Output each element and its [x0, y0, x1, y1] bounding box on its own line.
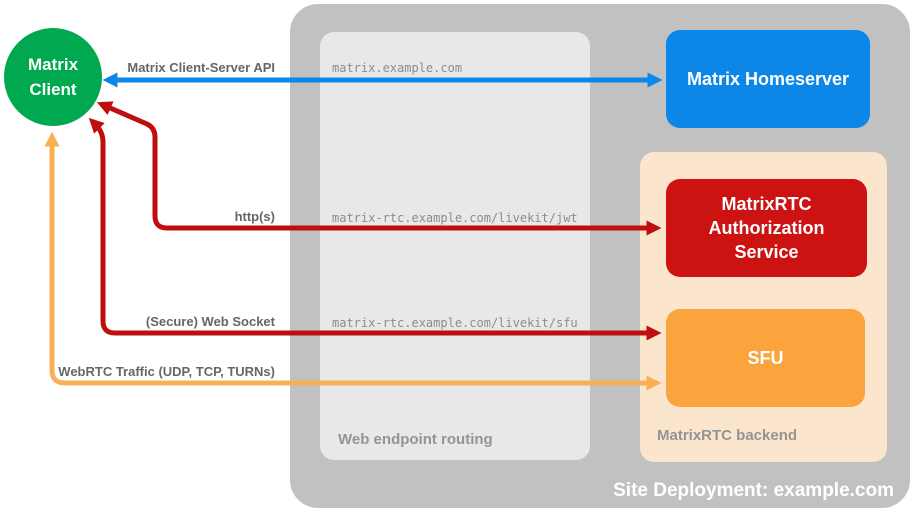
- site-deployment-title: Site Deployment: example.com: [613, 480, 894, 501]
- homeserver-endpoint-label: matrix.example.com: [332, 61, 463, 75]
- matrix-client-label-line1: Matrix: [27, 54, 79, 74]
- matrix-client-label-line2: Client: [29, 80, 77, 99]
- matrix-client-node: Matrix Client: [4, 28, 102, 126]
- sfu-node: SFU: [666, 309, 865, 407]
- sfu-label: SFU: [747, 347, 784, 368]
- client-server-api-arrow-label: Matrix Client-Server API: [127, 60, 275, 75]
- matrixrtc-backend-label: MatrixRTC backend: [657, 427, 798, 444]
- matrix-homeserver-node: Matrix Homeserver: [666, 30, 870, 128]
- matrixrtc-auth-service-node: MatrixRTC Authorization Service: [666, 179, 867, 277]
- websocket-arrow-label: (Secure) Web Socket: [145, 314, 275, 329]
- web-endpoint-routing-zone: Web endpoint routing: [320, 32, 590, 460]
- jwt-endpoint-label: matrix-rtc.example.com/livekit/jwt: [332, 211, 578, 225]
- matrixrtc-auth-service-label: MatrixRTC Authorization Service: [708, 193, 825, 263]
- matrix-homeserver-label: Matrix Homeserver: [686, 68, 850, 89]
- web-endpoint-routing-label: Web endpoint routing: [338, 431, 493, 448]
- webrtc-traffic-arrow-label: WebRTC Traffic (UDP, TCP, TURNs): [58, 364, 275, 379]
- sfu-endpoint-label: matrix-rtc.example.com/livekit/sfu: [332, 316, 578, 330]
- https-arrow-label: http(s): [234, 209, 275, 224]
